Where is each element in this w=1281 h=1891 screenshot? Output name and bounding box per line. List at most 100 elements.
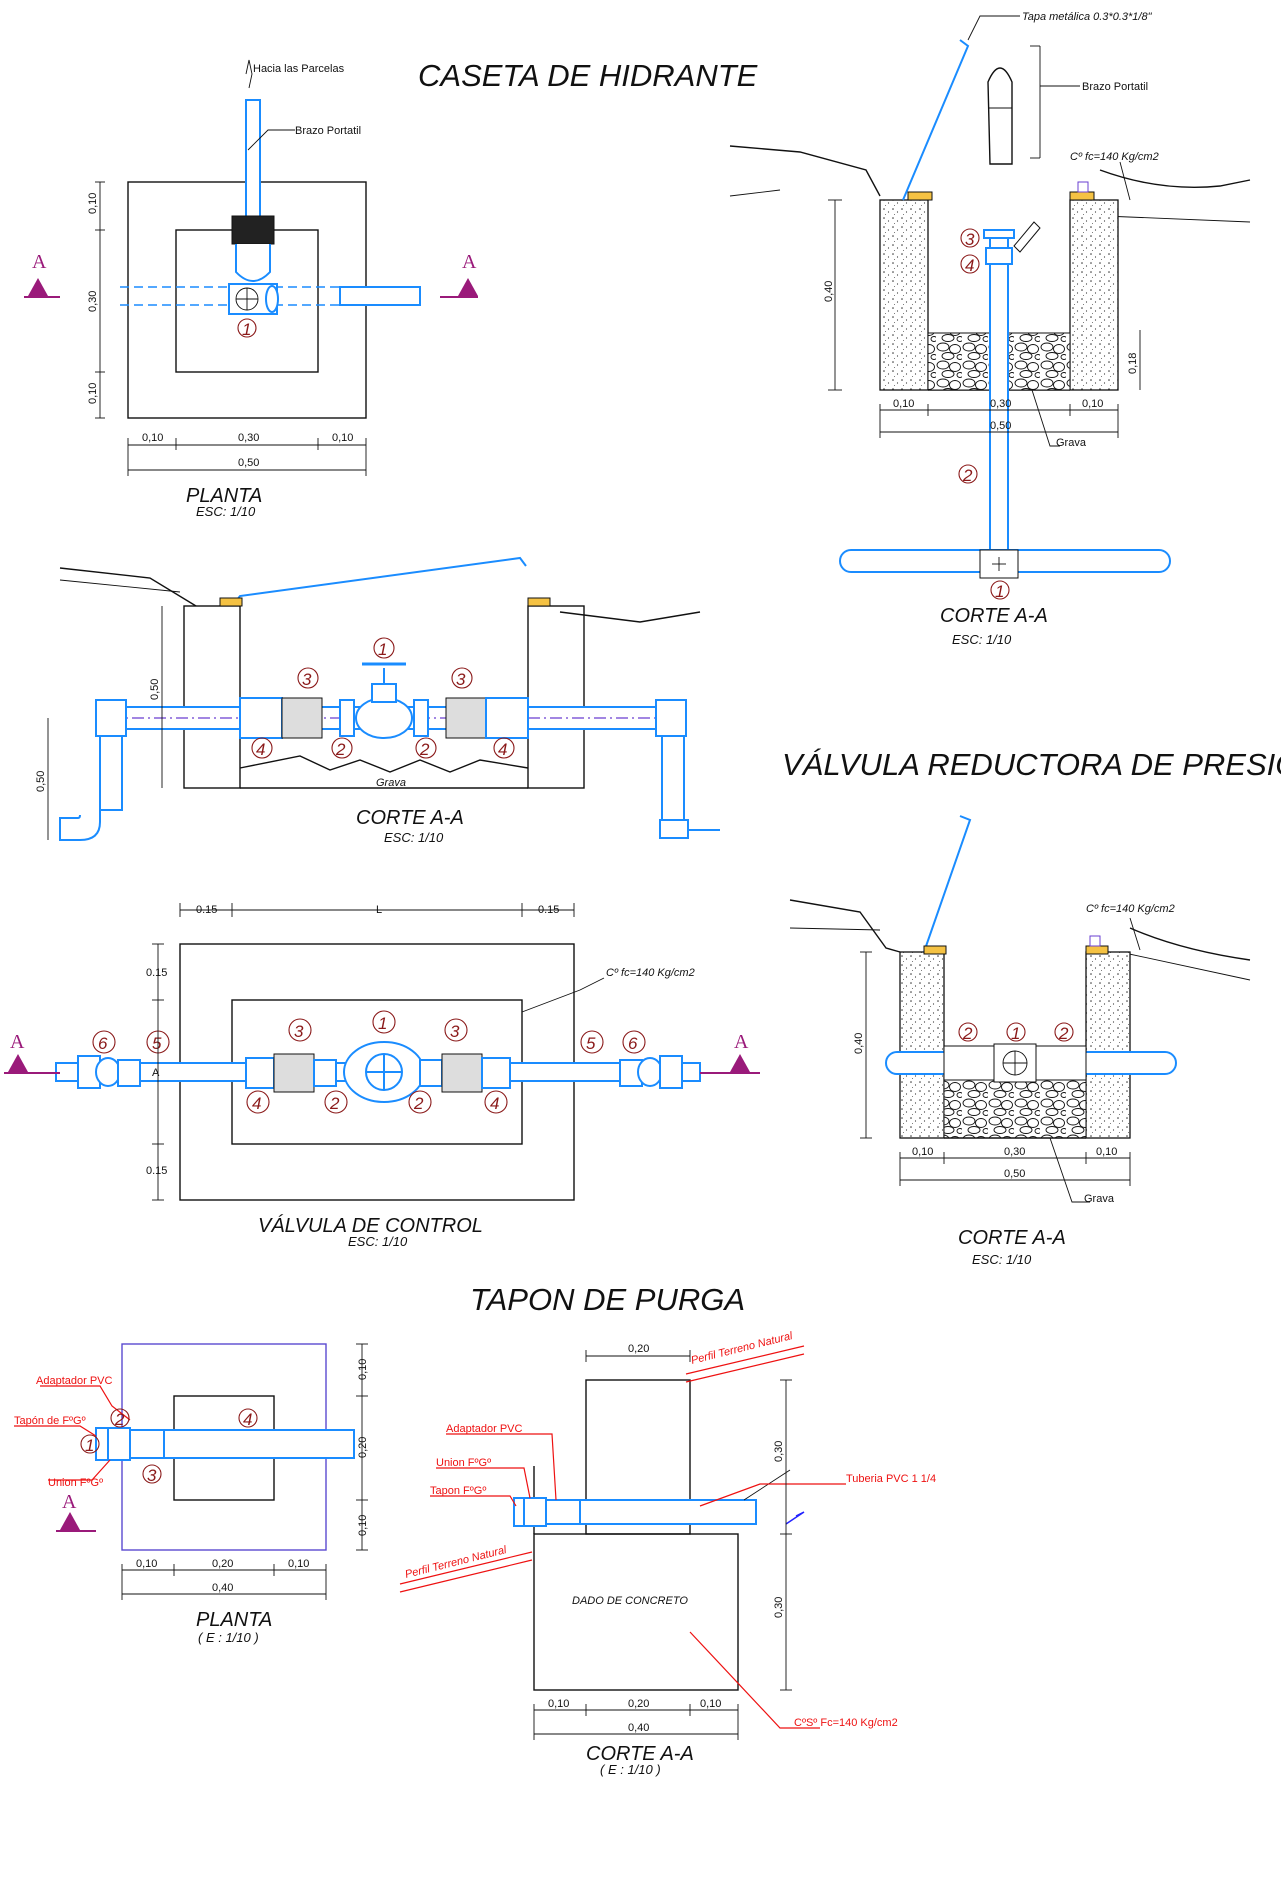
label-cs-concreto: CºSº Fc=140 Kg/cm2 [794, 1717, 898, 1729]
valvula-reductora-view: 2 1 2 Cº fc=140 Kg/cm2 0,40 0,10 0,30 0,… [789, 815, 1251, 1267]
callout-1f: 1 [85, 1436, 94, 1455]
dim-015-bot: 0.15 [146, 1165, 167, 1177]
callout-5a: 5 [152, 1034, 162, 1053]
riser-pipe [989, 235, 1009, 555]
dim-010-cl: 0,10 [893, 398, 914, 410]
callout-2a: 2 [335, 740, 346, 759]
tapon-planta-view: Adaptador PVC Tapón de FºGº Union FºGº 1… [14, 1343, 369, 1645]
title-valvula-reductora: VÁLVULA REDUCTORA DE PRESIÓN [782, 747, 1281, 782]
dim-040-tch: 0,40 [628, 1722, 649, 1734]
dim-010-tpr: 0,10 [288, 1558, 309, 1570]
dim-040-tph: 0,40 [212, 1582, 233, 1594]
callout-3b: 3 [456, 670, 466, 689]
scale-corte-2: ESC: 1/10 [384, 830, 444, 845]
callout-4e: 4 [243, 1410, 252, 1429]
dim-030-v: 0,30 [87, 291, 99, 312]
dim-010-r: 0,10 [332, 432, 353, 444]
dim-010-tcr: 0,10 [700, 1698, 721, 1710]
view-corte-1: CORTE A-A [940, 605, 1048, 627]
label-union-fg-2: Union FºGº [436, 1457, 491, 1469]
callout-2: 2 [962, 466, 973, 485]
view-corte-4: CORTE A-A [586, 1743, 694, 1765]
dim-010-tp-top: 0,10 [357, 1359, 369, 1380]
callout-6b: 6 [628, 1034, 638, 1053]
callout-2d: 2 [413, 1094, 424, 1113]
scale-planta-2: ( E : 1/10 ) [198, 1630, 259, 1645]
callout-1d: 1 [378, 1014, 387, 1033]
dim-050-drop: 0,50 [35, 771, 47, 792]
callout-1b: 1 [995, 582, 1004, 601]
view-planta-1: PLANTA [186, 485, 262, 507]
label-tapa-metalica: Tapa metálica 0.3*0.3*1/8" [1022, 11, 1153, 23]
caseta-corte-section: Grava 1 3 3 4 2 [35, 556, 720, 845]
label-tapon-fg: Tapón de FºGº [14, 1415, 86, 1427]
title-valvula-control: VÁLVULA DE CONTROL [258, 1214, 483, 1237]
callout-3c: 3 [294, 1022, 304, 1041]
label-dado-concreto: DADO DE CONCRETO [572, 1595, 688, 1607]
view-corte-3: CORTE A-A [958, 1227, 1066, 1249]
label-grava-2: Grava [376, 777, 406, 789]
dim-020-top: 0,20 [628, 1343, 649, 1355]
dim-010-rl: 0,10 [912, 1146, 933, 1158]
label-union-fg: Union FºGº [48, 1477, 103, 1489]
dim-030-r: 0,30 [1004, 1146, 1025, 1158]
dim-040-v2: 0,40 [853, 1033, 865, 1054]
dim-020-tph: 0,20 [212, 1558, 233, 1570]
dim-010-cr: 0,10 [1082, 398, 1103, 410]
section-marker-right-2: A [734, 1031, 749, 1053]
dim-050-vleft: 0,50 [149, 679, 161, 700]
label-brazo-portatil-2: Brazo Portatil [1082, 81, 1148, 93]
label-concreto-2: Cº fc=140 Kg/cm2 [606, 967, 695, 979]
dim-030-h: 0,30 [238, 432, 259, 444]
section-marker-tapon: A [62, 1491, 77, 1513]
dim-010-rr: 0,10 [1096, 1146, 1117, 1158]
callout-3d: 3 [450, 1022, 460, 1041]
dim-018-v: 0,18 [1127, 353, 1139, 374]
dim-020-tch: 0,20 [628, 1698, 649, 1710]
callout-3: 3 [965, 230, 975, 249]
caseta-corte-view: Brazo Portatil Tapa metálica 0.3*0.3*1/8… [729, 11, 1251, 647]
caseta-planta-view: 1 Hacia las Parcelas Brazo Portatil A A … [24, 59, 478, 519]
dim-A: A [152, 1067, 160, 1079]
callout-4a: 4 [256, 740, 265, 759]
callout-4c: 4 [252, 1094, 261, 1113]
callout-4b: 4 [498, 740, 507, 759]
callout-2e: 2 [962, 1024, 973, 1043]
label-adaptador-pvc: Adaptador PVC [36, 1375, 112, 1387]
dim-015-l: 0.15 [196, 904, 217, 916]
scale-corte-1: ESC: 1/10 [952, 632, 1012, 647]
dim-050-c: 0,50 [990, 420, 1011, 432]
callout-2c: 2 [329, 1094, 340, 1113]
callout-5b: 5 [586, 1034, 596, 1053]
dim-030-c: 0,30 [990, 398, 1011, 410]
callout-4d: 4 [490, 1094, 499, 1113]
dim-010-bot: 0,10 [87, 383, 99, 404]
callout-1c: 1 [378, 640, 387, 659]
dim-010-top: 0,10 [87, 193, 99, 214]
dim-L: L [376, 904, 382, 916]
callout-1e: 1 [1011, 1024, 1020, 1043]
callout-6a: 6 [98, 1034, 108, 1053]
callout-3e: 3 [147, 1466, 157, 1485]
dim-030-tc2: 0,30 [773, 1597, 785, 1618]
callout-2g: 2 [114, 1410, 125, 1429]
label-grava-1: Grava [1056, 437, 1087, 449]
scale-planta-1: ESC: 1/10 [196, 504, 256, 519]
dim-015-r: 0.15 [538, 904, 559, 916]
dim-010-l: 0,10 [142, 432, 163, 444]
callout-2f: 2 [1058, 1024, 1069, 1043]
callout-1: 1 [242, 320, 251, 339]
dado-concreto [533, 1533, 739, 1691]
title-tapon-purga: TAPON DE PURGA [470, 1282, 745, 1317]
dim-010-tcl: 0,10 [548, 1698, 569, 1710]
view-corte-2: CORTE A-A [356, 807, 464, 829]
valvula-control-view: 0.15 L 0.15 Cº fc=140 Kg/cm2 A A A [4, 903, 760, 1249]
dim-030-tc1: 0,30 [773, 1441, 785, 1462]
tapon-corte-view: Adaptador PVC Union FºGº Tapon FºGº Tube… [399, 1330, 936, 1777]
label-hacia-parcelas: Hacia las Parcelas [253, 63, 345, 75]
dim-010-tp-bot: 0,10 [357, 1515, 369, 1536]
section-marker-left: A [32, 251, 47, 273]
dim-015-top: 0.15 [146, 967, 167, 979]
dim-050-h: 0,50 [238, 457, 259, 469]
